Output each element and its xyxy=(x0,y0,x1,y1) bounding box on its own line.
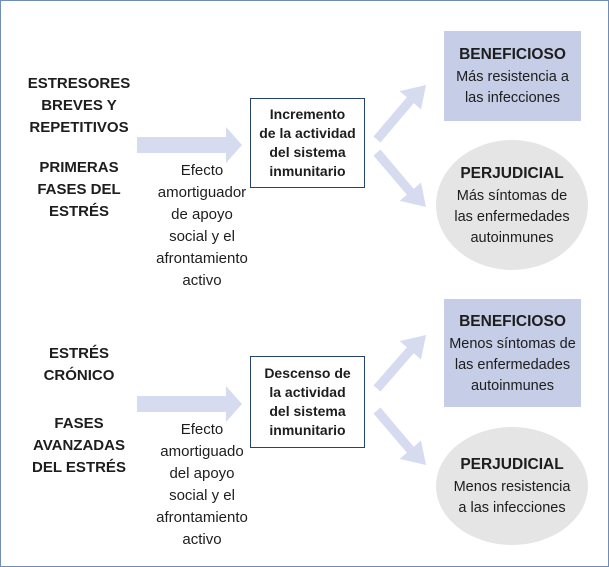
bottom-beneficial-box: BENEFICIOSO Menos síntomas de las enferm… xyxy=(444,299,581,407)
bottom-harmful-title: PERJUDICIAL xyxy=(460,456,564,473)
bottom-stressors-label: ESTRÉS CRÓNICO xyxy=(43,345,115,384)
top-immune-box: Incremento de la actividad del sistema i… xyxy=(250,98,365,188)
top-up-arrow xyxy=(373,85,426,143)
top-down-arrow xyxy=(373,149,426,207)
bottom-harmful-ellipse: PERJUDICIAL Menos resistencia a las infe… xyxy=(436,427,588,545)
top-buffer-text: Efecto amortiguador de apoyo social y el… xyxy=(156,162,248,289)
top-harmful-ellipse: PERJUDICIAL Más síntomas de las enfermed… xyxy=(436,140,588,270)
top-input-arrow xyxy=(137,127,242,163)
top-stressors-label: ESTRESORES BREVES Y REPETITIVOS xyxy=(27,75,131,136)
bottom-beneficial-title: BENEFICIOSO xyxy=(459,312,566,330)
bottom-buffer-text: Efecto amortiguado del apoyo social y el… xyxy=(156,421,248,548)
bottom-immune-box: Descenso de la actividad del sistema inm… xyxy=(250,356,365,448)
top-beneficial-title: BENEFICIOSO xyxy=(459,46,566,63)
top-phase-label: PRIMERAS FASES DEL ESTRÉS xyxy=(37,159,121,220)
top-harmful-title: PERJUDICIAL xyxy=(460,164,564,182)
bottom-up-arrow xyxy=(373,335,426,392)
bottom-phase-label: FASES AVANZADAS DEL ESTRÉS xyxy=(32,415,126,476)
bottom-input-arrow xyxy=(137,386,242,422)
top-beneficial-box: BENEFICIOSO Más resistencia a las infecc… xyxy=(444,31,581,121)
bottom-down-arrow xyxy=(373,407,426,465)
